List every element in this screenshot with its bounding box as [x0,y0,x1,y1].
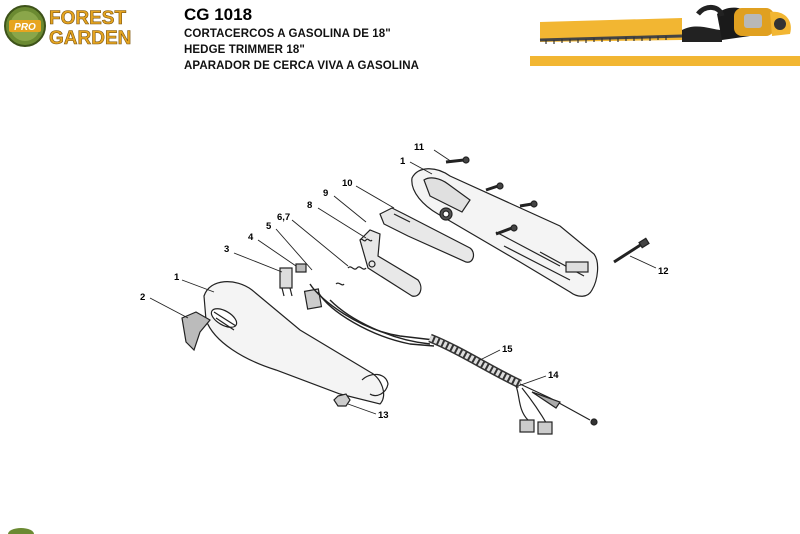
callout-3: 3 [224,244,229,255]
callout-6-7: 6,7 [277,212,290,223]
logo-name-2: GARDEN [49,28,131,48]
callout-14: 14 [548,370,559,381]
logo-badge: PRO [14,22,36,33]
wire-harness [428,333,522,389]
throttle-cable [515,383,598,435]
front-handle-housing [203,281,389,405]
rear-handle-housing [411,168,599,297]
leader-lines [149,149,657,415]
screws-top [445,156,538,236]
wires [309,283,435,347]
springs [335,238,373,286]
callout-10: 10 [342,178,353,189]
bottom-logo-fragment [8,528,34,534]
callout-1-rear: 1 [400,156,406,167]
title-english: HEDGE TRIMMER 18" [184,44,305,56]
callout-12: 12 [658,266,669,277]
callout-labels: 1 1 2 3 4 5 6,7 8 9 10 11 12 13 14 15 [140,142,669,421]
trigger [359,229,422,297]
callout-8: 8 [307,200,312,211]
title-spanish: CORTACERCOS A GASOLINA DE 18" [184,28,391,40]
exploded-parts-diagram: 1 1 2 3 4 5 6,7 8 9 10 11 12 13 14 15 [140,142,669,435]
callout-9: 9 [323,188,328,199]
long-screw [613,237,650,264]
callout-15: 15 [502,344,513,355]
throttle-lever [379,207,475,263]
model-title: CG 1018 [184,5,253,24]
hedge-trimmer-image [530,5,800,66]
logo-name-1: FOREST [49,8,126,29]
callout-2: 2 [140,292,145,303]
ignition-switch [279,263,323,310]
callout-13: 13 [378,410,389,421]
nut [333,393,351,407]
callout-11: 11 [414,142,425,153]
title-portuguese: APARADOR DE CERCA VIVA A GASOLINA [184,60,420,72]
knob [181,311,211,352]
callout-1-front: 1 [174,272,180,283]
callout-5: 5 [266,221,272,232]
callout-4: 4 [248,232,254,243]
forest-garden-logo: PRO FOREST GARDEN [4,5,132,48]
